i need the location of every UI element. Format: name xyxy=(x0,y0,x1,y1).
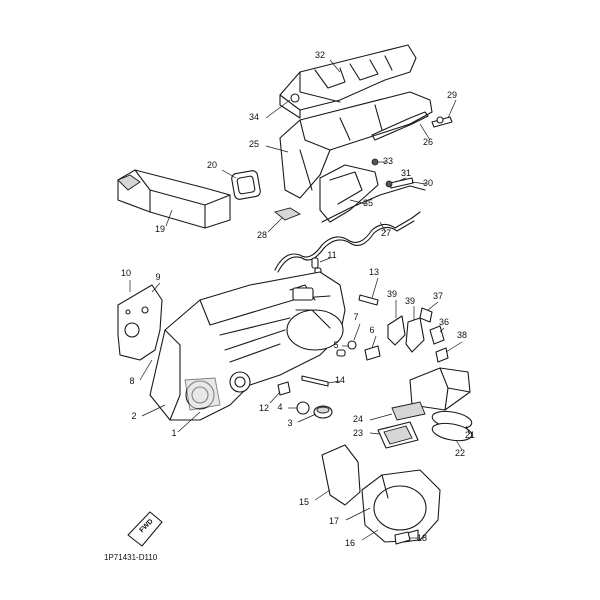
duct-cover-part xyxy=(321,444,361,506)
leader-line-2 xyxy=(141,404,166,417)
callout-11: 11 xyxy=(327,250,336,260)
leader-line-24 xyxy=(369,413,393,421)
leader-line-31 xyxy=(395,177,407,183)
wire-seal-part xyxy=(274,211,421,271)
bolt-13-part xyxy=(358,294,379,306)
small-fittings-part xyxy=(336,340,381,361)
callout-20: 20 xyxy=(207,160,217,170)
fwd-arrow-icon: FWD xyxy=(127,511,163,547)
leader-line-1 xyxy=(177,411,201,433)
callout-29: 29 xyxy=(447,90,457,100)
leader-line-30 xyxy=(411,181,427,185)
leader-line-17 xyxy=(345,507,371,521)
gasket-plate-part xyxy=(117,284,163,361)
leader-line-20 xyxy=(221,169,237,179)
leader-line-19 xyxy=(165,209,173,227)
long-bolt-part xyxy=(301,375,329,387)
leader-line-38 xyxy=(445,341,463,353)
leader-line-27 xyxy=(379,221,387,233)
leader-line-21 xyxy=(465,425,471,435)
leader-line-3 xyxy=(297,413,317,423)
leader-line-25 xyxy=(265,145,289,153)
top-cover-part xyxy=(279,44,417,119)
callout-39a: 39 xyxy=(387,289,397,299)
callout-18: 18 xyxy=(417,533,427,543)
callout-layer: 1234567891011121314151617181920212223242… xyxy=(121,50,475,548)
callout-3: 3 xyxy=(287,418,292,428)
callout-19: 19 xyxy=(155,224,165,234)
callout-25: 25 xyxy=(249,139,259,149)
oil-plug-parts xyxy=(277,381,333,419)
leader-line-14 xyxy=(327,380,341,384)
callout-34: 34 xyxy=(249,112,259,122)
leader-line-9 xyxy=(151,282,161,293)
leader-line-35 xyxy=(349,199,367,205)
callout-39b: 39 xyxy=(405,296,415,306)
callout-17: 17 xyxy=(329,516,339,526)
duct-seal-part xyxy=(387,315,425,353)
callout-7: 7 xyxy=(353,312,358,322)
callout-4: 4 xyxy=(277,402,282,412)
callout-12: 12 xyxy=(259,403,269,413)
seal-strip-part xyxy=(371,111,429,141)
callout-14: 14 xyxy=(335,375,345,385)
crankcase-part xyxy=(149,271,346,421)
leader-line-36 xyxy=(439,327,445,333)
leader-line-8 xyxy=(139,359,153,381)
clip-part xyxy=(274,207,302,221)
leader-line-6 xyxy=(371,335,377,349)
callout-5: 5 xyxy=(333,340,338,350)
leader-line-26 xyxy=(419,123,431,141)
callout-13: 13 xyxy=(369,267,379,277)
callout-10: 10 xyxy=(121,268,131,278)
upper-bolts-part xyxy=(290,93,453,189)
callout-24: 24 xyxy=(353,414,363,424)
outlet-duct-part xyxy=(377,367,473,449)
callout-27: 27 xyxy=(381,228,391,238)
kick-cover-part xyxy=(361,469,441,543)
callout-23: 23 xyxy=(353,428,363,438)
callout-28: 28 xyxy=(257,230,267,240)
duct-grommet-part xyxy=(231,170,261,200)
callout-16: 16 xyxy=(345,538,355,548)
leader-line-29 xyxy=(447,99,457,119)
bolt-18-part xyxy=(394,531,411,545)
drawing-code: 1P71431-D110 xyxy=(104,553,158,562)
right-hardware-part xyxy=(419,307,449,363)
leader-line-12 xyxy=(269,391,281,404)
callout-6: 6 xyxy=(369,325,374,335)
callout-22: 22 xyxy=(455,448,465,458)
callout-9: 9 xyxy=(155,272,160,282)
callout-21: 21 xyxy=(465,430,475,440)
callout-30: 30 xyxy=(423,178,433,188)
callout-38: 38 xyxy=(457,330,467,340)
leader-line-11 xyxy=(319,257,331,263)
leader-line-7 xyxy=(353,323,361,341)
seal-band-part xyxy=(321,185,426,223)
leader-line-28 xyxy=(267,217,283,233)
leader-line-32 xyxy=(329,59,341,73)
leader-line-15 xyxy=(314,489,331,501)
callout-31: 31 xyxy=(401,168,411,178)
callout-2: 2 xyxy=(131,411,136,421)
callout-8: 8 xyxy=(129,376,134,386)
callout-37: 37 xyxy=(433,291,443,301)
callout-15: 15 xyxy=(299,497,309,507)
leader-line-37 xyxy=(427,301,439,311)
leader-line-22 xyxy=(455,439,463,451)
callout-35: 35 xyxy=(363,198,373,208)
leader-line-13 xyxy=(371,277,379,299)
leader-line-34 xyxy=(265,99,291,119)
intake-duct-part xyxy=(117,169,231,229)
leader-line-23 xyxy=(369,432,381,435)
callout-26: 26 xyxy=(423,137,433,147)
leader-line-16 xyxy=(361,529,379,541)
air-box-housing-part xyxy=(279,91,433,223)
callout-36: 36 xyxy=(439,317,449,327)
callout-32: 32 xyxy=(315,50,325,60)
callout-33: 33 xyxy=(383,156,393,166)
callout-1: 1 xyxy=(171,428,176,438)
